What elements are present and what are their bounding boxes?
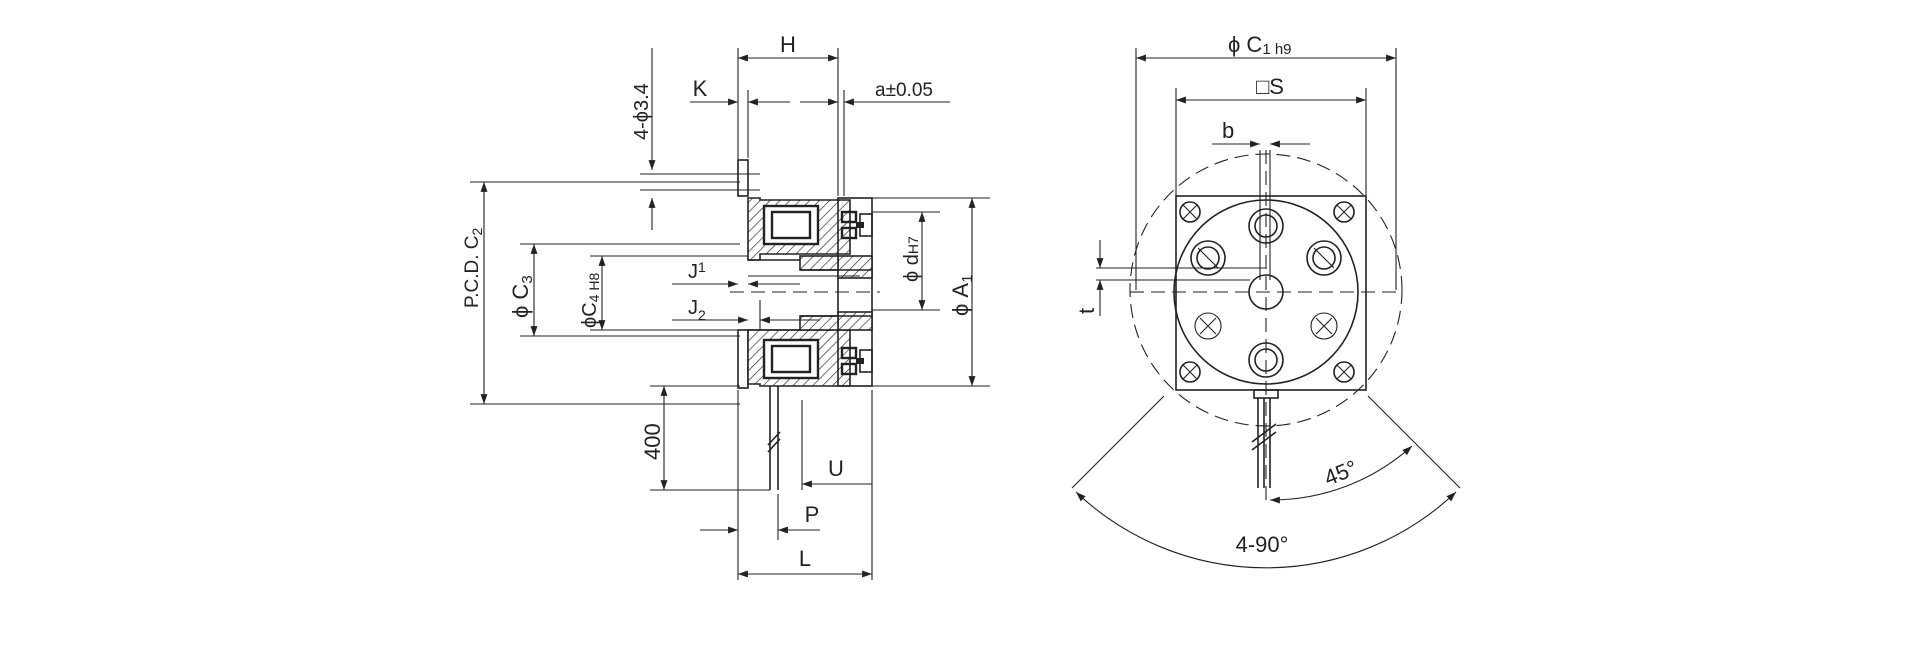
dim-c1-label: ϕ C1 h9	[1228, 32, 1292, 58]
dim-400-label: 400	[640, 423, 665, 460]
dim-d-text: ϕ d	[901, 254, 923, 282]
side-view: H K a±0.05 4-ϕ3.4 P.C.D. C2	[462, 32, 990, 580]
side-dimensions: H K a±0.05 4-ϕ3.4 P.C.D. C2	[462, 32, 990, 580]
dim-pcd-label: P.C.D. C2	[462, 227, 485, 308]
dim-K-label: K	[693, 76, 708, 101]
dim-c3-sub: 3	[519, 275, 536, 283]
corner-screw-icon	[1179, 201, 1355, 383]
dim-j1-text: J	[688, 261, 698, 283]
dim-c4-text: ϕC	[579, 302, 601, 328]
dim-c4-label: ϕC4 H8	[579, 273, 602, 328]
dim-a1-text: ϕ A	[948, 283, 973, 316]
dim-pcd-sub: 2	[469, 227, 485, 235]
dim-b-label: b	[1222, 118, 1234, 143]
front-view: ϕ C1 h9 □S b t 4-90° 45°	[1071, 32, 1461, 569]
dim-c3-label: ϕ C3	[508, 275, 536, 318]
dim-a1-label: ϕ A1	[948, 275, 976, 316]
dim-j1-label: J1	[688, 259, 706, 283]
dim-d-sub: H7	[905, 236, 921, 254]
dim-c1-text: ϕ C	[1228, 32, 1262, 57]
dim-j2-sub: 2	[698, 307, 706, 323]
dim-c1-sub: 1 h9	[1262, 41, 1291, 58]
dim-a-label: a±0.05	[875, 80, 933, 101]
dim-pcd-text: P.C.D. C	[462, 235, 483, 308]
dim-d-label: ϕ dH7	[901, 236, 923, 282]
dim-t-label: t	[1074, 308, 1099, 314]
dim-j1-sub: 1	[698, 259, 706, 275]
dim-P-label: P	[805, 502, 820, 527]
dim-a1-sub: 1	[959, 275, 976, 283]
dim-L-label: L	[799, 546, 811, 571]
dim-H-label: H	[780, 32, 796, 57]
dim-j2-text: J	[688, 297, 698, 319]
dim-U-label: U	[828, 456, 844, 481]
dim-hole-label: 4-ϕ3.4	[631, 83, 653, 140]
dim-90-label: 4-90°	[1236, 532, 1289, 557]
dim-45-label: 45°	[1321, 455, 1361, 491]
dim-c3-text: ϕ C	[508, 284, 533, 318]
dim-S-label: □S	[1256, 74, 1284, 99]
dim-j2-label: J2	[688, 297, 706, 323]
dim-c4-sub: 4 H8	[586, 273, 602, 303]
housing-section	[730, 159, 880, 490]
